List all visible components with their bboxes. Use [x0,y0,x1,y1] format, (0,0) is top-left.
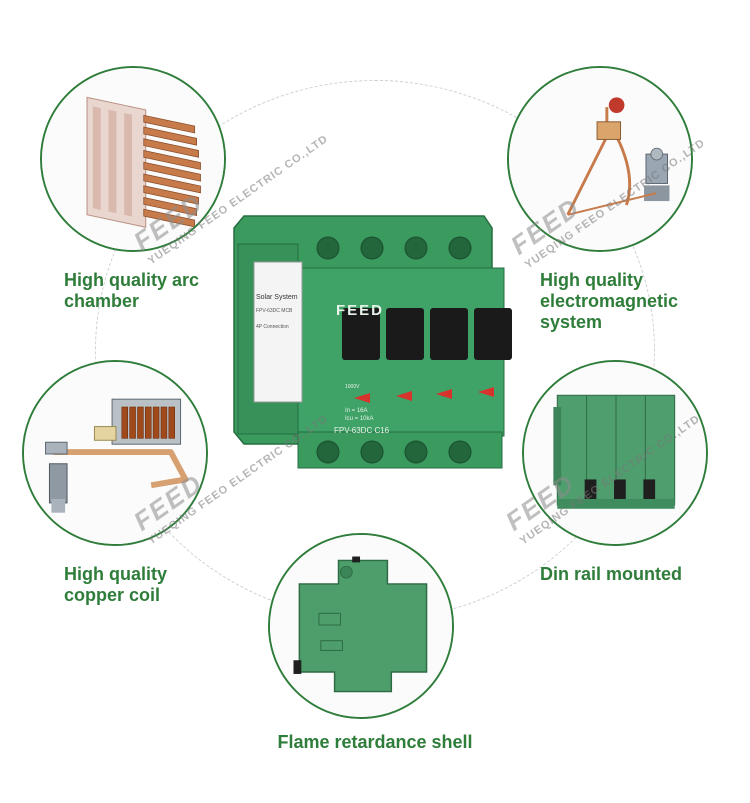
flame-shell-illustration [270,535,452,717]
copper-coil-illustration [24,362,206,544]
electromagnetic-illustration [509,68,691,250]
caption-line: copper coil [64,585,161,605]
caption-line: High quality [64,564,167,584]
caption-copper-coil: High quality copper coil [64,564,244,606]
din-rail-illustration [524,362,706,544]
breaker-side-small-1: FPV-63DC MCB [256,308,293,314]
caption-flame-shell: Flame retardance shell [277,732,473,752]
caption-line: chamber [64,291,140,311]
breaker-rating-2: Icu = 10kA [345,416,374,422]
breaker-brand: FEED [336,302,385,319]
flame-shell-image [268,533,454,719]
caption-line: system [540,312,603,332]
caption-arc-chamber: High quality arc chamber [64,270,244,312]
caption-electromagnetic: High quality electromagnetic system [540,270,740,333]
arc-chamber-image [40,66,226,252]
dc-circuit-breaker [233,215,512,469]
breaker-side-small-2: 4P Connection [256,324,289,330]
breaker-rating-1: In = 16A [345,408,368,414]
caption-din-rail: Din rail mounted [540,564,683,584]
caption-line: High quality [540,270,643,290]
caption-line: electromagnetic [540,291,679,311]
breaker-model: FPV-63DC C16 [334,426,390,435]
arc-chamber-illustration [42,68,224,250]
breaker-side-label: Solar System [256,294,298,301]
caption-line: High quality arc [64,270,200,290]
breaker-voltage: 1000V [345,384,360,390]
din-rail-image [522,360,708,546]
electromagnetic-system-image [507,66,693,252]
copper-coil-image [22,360,208,546]
